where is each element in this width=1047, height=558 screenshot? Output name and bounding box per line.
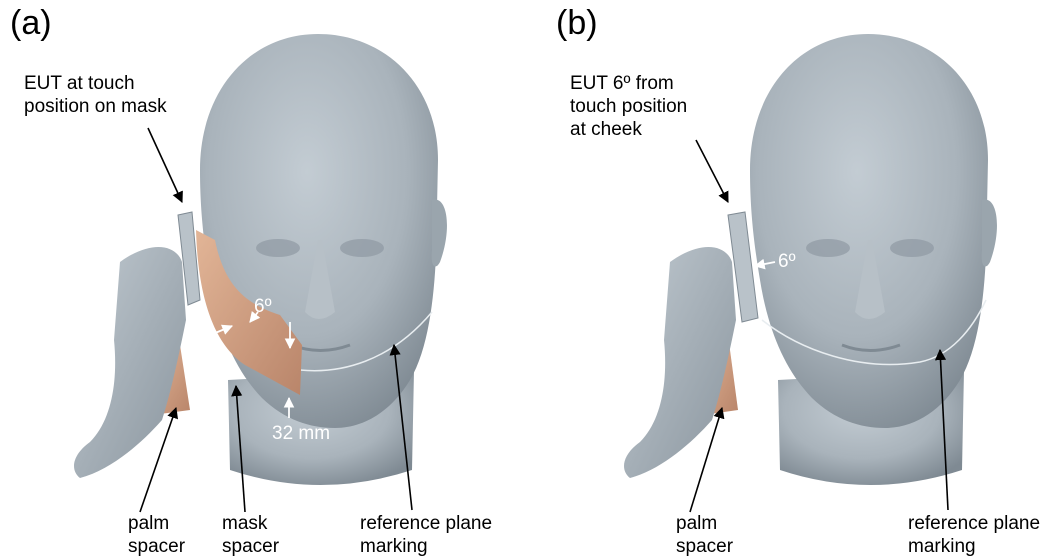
panel-a-reference-label: reference plane marking [360, 512, 492, 558]
panel-a-angle-label: 6º [254, 295, 272, 318]
eye-right-a [340, 239, 384, 257]
panel-b-angle-label: 6º [778, 250, 796, 273]
hand-b [624, 247, 736, 478]
ear-right-a [432, 200, 447, 267]
head-a [200, 34, 438, 428]
eut-arrow-b [696, 140, 728, 202]
panel-a-distance-label: 32 mm [272, 422, 330, 445]
panel-a-eut-label: EUT at touch position on mask [24, 72, 167, 118]
eye-left-a [256, 239, 300, 257]
eye-right-b [890, 239, 934, 257]
panel-b-label: (b) [556, 6, 598, 40]
panel-b-eut-label: EUT 6º from touch position at cheek [570, 72, 687, 142]
panel-a-label: (a) [10, 6, 52, 40]
panel-a-palm-label: palm spacer [128, 512, 185, 558]
head-b [750, 34, 988, 428]
panel-b-palm-label: palm spacer [676, 512, 733, 558]
eye-left-b [806, 239, 850, 257]
ear-right-b [982, 200, 997, 267]
hand-a [74, 247, 186, 478]
panel-a-mask-label: mask spacer [222, 512, 279, 558]
eut-arrow-a [148, 128, 182, 202]
panel-b-reference-label: reference plane marking [908, 512, 1040, 558]
